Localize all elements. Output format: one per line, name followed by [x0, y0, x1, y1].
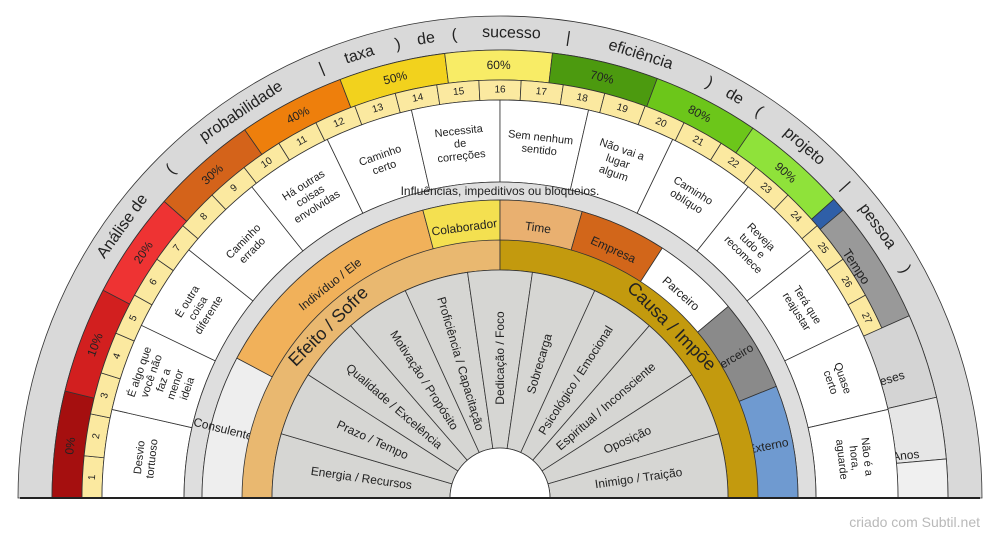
title-word: sucesso [482, 24, 541, 42]
factor-label: Dedicação / Foco [493, 311, 507, 405]
number-label: 17 [535, 86, 548, 98]
number-label: 9 [229, 182, 241, 194]
time-units-band: TempoDiasMesesAnos [815, 209, 949, 499]
number-label: 12 [332, 116, 347, 131]
description-text: Desviotortuoso [132, 437, 161, 479]
number-label: 20 [654, 116, 669, 131]
title-word: | [317, 60, 327, 77]
percent-label: 60% [487, 58, 511, 72]
number-label: 18 [576, 92, 590, 105]
percent-band: 0%10%20%30%40%50%60%70%80%90%100% [51, 49, 897, 499]
number-label: 5 [128, 313, 141, 323]
description-text: Necessitadecorreções [434, 123, 487, 166]
title-word: ( [451, 26, 459, 44]
time-label-anos: Anos [891, 447, 920, 464]
number-label: 1 [87, 474, 98, 481]
number-label: 8 [198, 211, 210, 223]
percent-label: 50% [382, 68, 409, 87]
number-label: 13 [371, 102, 385, 116]
title-word: ) [393, 35, 402, 53]
title-word: | [565, 29, 572, 46]
influence-label: Influências, impeditivos ou bloqueios. [401, 184, 600, 198]
number-label: 3 [99, 391, 111, 400]
time-segment [896, 458, 949, 499]
number-label: 27 [859, 311, 874, 326]
number-label: 21 [690, 134, 705, 149]
number-label: 4 [111, 351, 123, 360]
time-segment [819, 209, 910, 329]
number-label: 6 [148, 277, 161, 288]
hub-circle [449, 447, 551, 499]
number-label: 7 [171, 242, 183, 253]
percent-label: 70% [589, 68, 616, 87]
title-word: de [416, 29, 436, 49]
center-hub [20, 447, 980, 499]
credit-text: criado com Subtil.net [849, 514, 980, 530]
title-word: de [723, 85, 747, 109]
number-label: 2 [91, 432, 103, 440]
description-text: Não é ahora,aguarde [833, 436, 875, 480]
description-text: Sem nenhumsentido [506, 128, 574, 160]
number-label: 19 [615, 102, 629, 116]
agent-label: Time [524, 219, 552, 237]
number-label: 16 [494, 85, 506, 96]
number-label: 14 [411, 92, 425, 105]
percent-label: 0% [62, 436, 78, 455]
number-label: 15 [453, 86, 466, 98]
